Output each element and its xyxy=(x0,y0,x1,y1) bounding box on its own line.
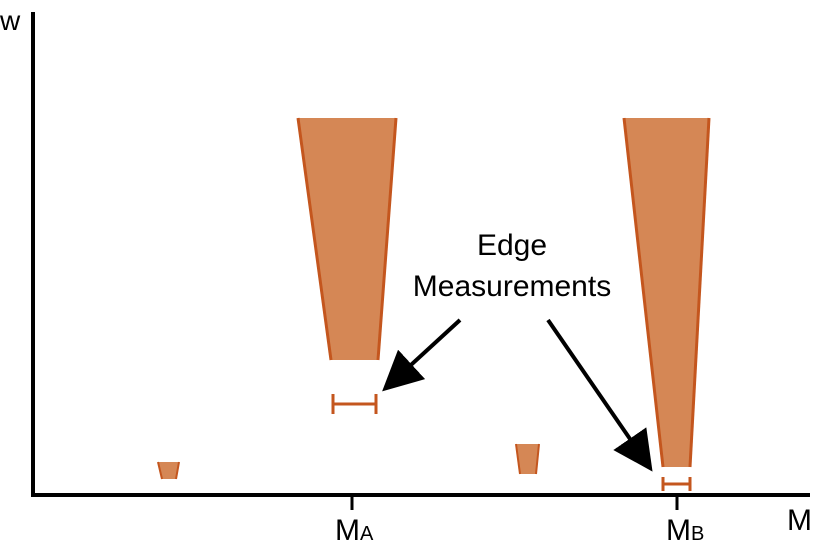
trapezoid-b-left-edge xyxy=(622,117,665,468)
measurement-bracket-b xyxy=(661,477,692,491)
small-trapezoid-2-left-edge xyxy=(515,443,521,475)
y-axis-label: w xyxy=(0,5,21,36)
annotation-line-1: Edge xyxy=(477,229,547,262)
tick-label-mb: MB xyxy=(666,514,704,544)
small-trapezoid-1-right-edge xyxy=(175,461,180,480)
trapezoid-b xyxy=(624,118,709,467)
tick-label-ma-sub: A xyxy=(360,523,374,544)
annotation-line-2: Measurements xyxy=(413,270,611,303)
tick-label-mb-sub: B xyxy=(691,523,704,544)
measurement-bracket-a xyxy=(331,394,378,414)
x-axis-label: M xyxy=(787,504,812,537)
small-trapezoid-1-left-edge xyxy=(157,461,163,480)
small-trapezoid-2-right-edge xyxy=(535,443,540,475)
arrow-to-bracket-a xyxy=(382,318,462,392)
arrow-to-bracket-b xyxy=(546,318,653,472)
small-trapezoid-2 xyxy=(516,444,539,474)
trapezoid-b-right-edge xyxy=(688,117,711,468)
tick-label-ma: MA xyxy=(335,514,374,544)
trapezoid-a-left-edge xyxy=(296,117,333,361)
tick-label-ma-main: M xyxy=(335,514,360,544)
small-trapezoid-1 xyxy=(158,462,179,479)
tick-label-mb-main: M xyxy=(666,514,691,544)
trapezoid-a-right-edge xyxy=(376,117,398,361)
trapezoid-a xyxy=(298,118,396,360)
